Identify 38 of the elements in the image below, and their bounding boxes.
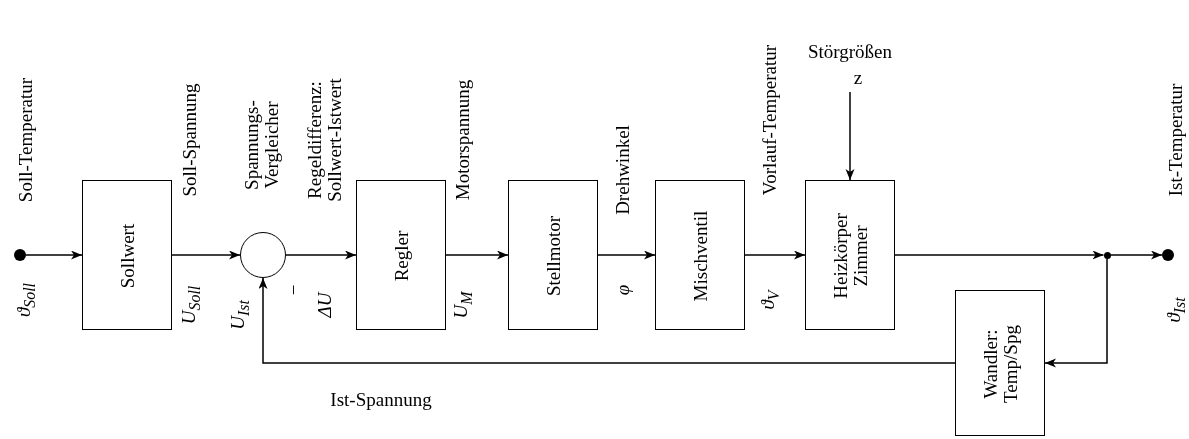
box-label: Regler — [392, 230, 412, 282]
arrow — [258, 277, 956, 364]
signal-name: Soll-Spannung — [180, 83, 200, 197]
arrow — [25, 250, 83, 260]
signal-symbol: ΔU — [315, 292, 335, 318]
signal-name: Motorspannung — [453, 79, 473, 201]
process-box — [655, 180, 745, 330]
arrow — [845, 91, 855, 181]
signal-name: Störgrößen — [807, 41, 893, 63]
signal-name: Ist-Temperatur — [1166, 83, 1186, 197]
process-box — [356, 180, 446, 330]
signal-name: Drehwinkel — [613, 125, 633, 215]
box-label: Stellmotor — [544, 215, 564, 297]
signal-name: Ist-Spannung — [330, 389, 432, 411]
process-box — [82, 180, 172, 330]
arrow — [445, 250, 509, 260]
arrow — [744, 250, 806, 260]
arrow — [1044, 257, 1108, 368]
arrow — [285, 250, 357, 260]
block-label: Spannungs- Vergleicher — [242, 99, 282, 192]
arrow — [894, 250, 1105, 260]
signal-name: Regeldifferenz: Sollwert-Istwert — [305, 77, 345, 204]
process-box — [955, 290, 1045, 436]
box-label: Sollwert — [118, 223, 138, 289]
process-box — [805, 180, 895, 330]
box-label: Wandler: Temp/Spg — [981, 324, 1021, 405]
box-label: Mischventil — [691, 210, 711, 302]
signal-symbol: z — [853, 67, 863, 89]
arrow — [1109, 250, 1163, 260]
junction-dot — [1103, 251, 1111, 259]
signal-name: Vorlauf-Temperatur — [760, 44, 780, 196]
box-label: Heizkörper Zimmer — [831, 212, 871, 301]
arrow — [597, 250, 656, 260]
signal-name: Soll-Temperatur — [16, 77, 36, 203]
process-box — [508, 180, 598, 330]
minus-sign: − — [284, 284, 304, 296]
arrow — [171, 250, 241, 260]
signal-symbol: φ — [613, 284, 633, 296]
